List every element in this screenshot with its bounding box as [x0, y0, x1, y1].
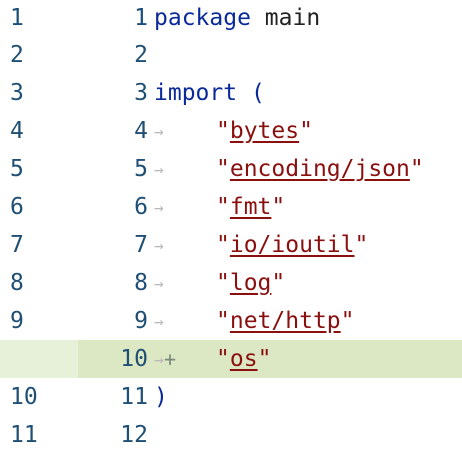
tab-arrow-icon: → — [154, 159, 164, 179]
keyword: package — [154, 5, 251, 31]
old-line-number: 9 — [10, 308, 24, 334]
identifier: main — [250, 5, 321, 31]
diff-line: 8 8 → "log" — [0, 264, 462, 302]
old-line-number: 4 — [10, 118, 24, 144]
new-line-number: 5 — [134, 156, 148, 182]
string-literal: "fmt" — [216, 194, 286, 220]
string-literal: "log" — [216, 270, 286, 296]
new-line-number: 9 — [134, 308, 148, 334]
old-line-number: 2 — [10, 42, 24, 68]
code-content: package main — [150, 0, 320, 36]
new-line-number: 12 — [120, 422, 148, 448]
string-literal: "encoding/json" — [216, 156, 424, 182]
new-line-number: 7 — [134, 232, 148, 258]
code-content: import ( — [150, 74, 265, 112]
diff-line: 6 6 → "fmt" — [0, 188, 462, 226]
old-line-number: 11 — [10, 422, 38, 448]
code-content: → "bytes" — [150, 112, 313, 150]
diff-line: 7 7 → "io/ioutil" — [0, 226, 462, 264]
code-content: → "log" — [150, 264, 285, 302]
code-content: → "fmt" — [150, 188, 285, 226]
new-line-number: 1 — [134, 5, 148, 31]
string-literal: "net/http" — [216, 308, 355, 334]
new-line-number: 8 — [134, 270, 148, 296]
tab-arrow-icon: → — [154, 311, 164, 331]
diff-line: 10 11 ) — [0, 378, 462, 416]
code-content — [150, 416, 154, 450]
code-content: → "os" — [150, 340, 271, 378]
old-line-number — [0, 340, 78, 378]
string-literal: "io/ioutil" — [216, 232, 369, 258]
tab-arrow-icon: → — [154, 235, 164, 255]
string-literal: "os" — [216, 346, 272, 372]
tab-arrow-icon: → — [154, 121, 164, 141]
new-line-number: 2 — [134, 42, 148, 68]
diff-line: 9 9 → "net/http" — [0, 302, 462, 340]
tab-arrow-icon: → — [154, 349, 164, 369]
old-line-number: 5 — [10, 156, 24, 182]
new-line-number: 4 — [134, 118, 148, 144]
new-line-number: 6 — [134, 194, 148, 220]
code-content: ) — [150, 378, 168, 416]
code-content: → "net/http" — [150, 302, 355, 340]
old-line-number: 8 — [10, 270, 24, 296]
diff-line: 4 4 → "bytes" — [0, 112, 462, 150]
string-literal: "bytes" — [216, 118, 313, 144]
old-line-number: 10 — [10, 384, 38, 410]
keyword: import — [154, 80, 238, 106]
punctuation: ) — [154, 384, 168, 410]
old-line-number: 7 — [10, 232, 24, 258]
code-content — [150, 36, 154, 74]
diff-line: 11 12 — [0, 416, 462, 450]
diff-line: 3 3 import ( — [0, 74, 462, 112]
diff-line: 5 5 → "encoding/json" — [0, 150, 462, 188]
old-line-number: 3 — [10, 80, 24, 106]
new-line-number: 3 — [134, 80, 148, 106]
tab-arrow-icon: → — [154, 273, 164, 293]
diff-line-added: 10+ → "os" — [0, 340, 462, 378]
old-line-number: 6 — [10, 194, 24, 220]
new-line-number: 11 — [120, 384, 148, 410]
old-line-number: 1 — [10, 5, 24, 31]
code-content: → "io/ioutil" — [150, 226, 368, 264]
code-content: → "encoding/json" — [150, 150, 424, 188]
tab-arrow-icon: → — [154, 197, 164, 217]
diff-line: 1 1 package main — [0, 0, 462, 36]
punctuation: ( — [237, 80, 265, 106]
diff-line: 2 2 — [0, 36, 462, 74]
new-line-number: 10+ — [120, 346, 177, 372]
